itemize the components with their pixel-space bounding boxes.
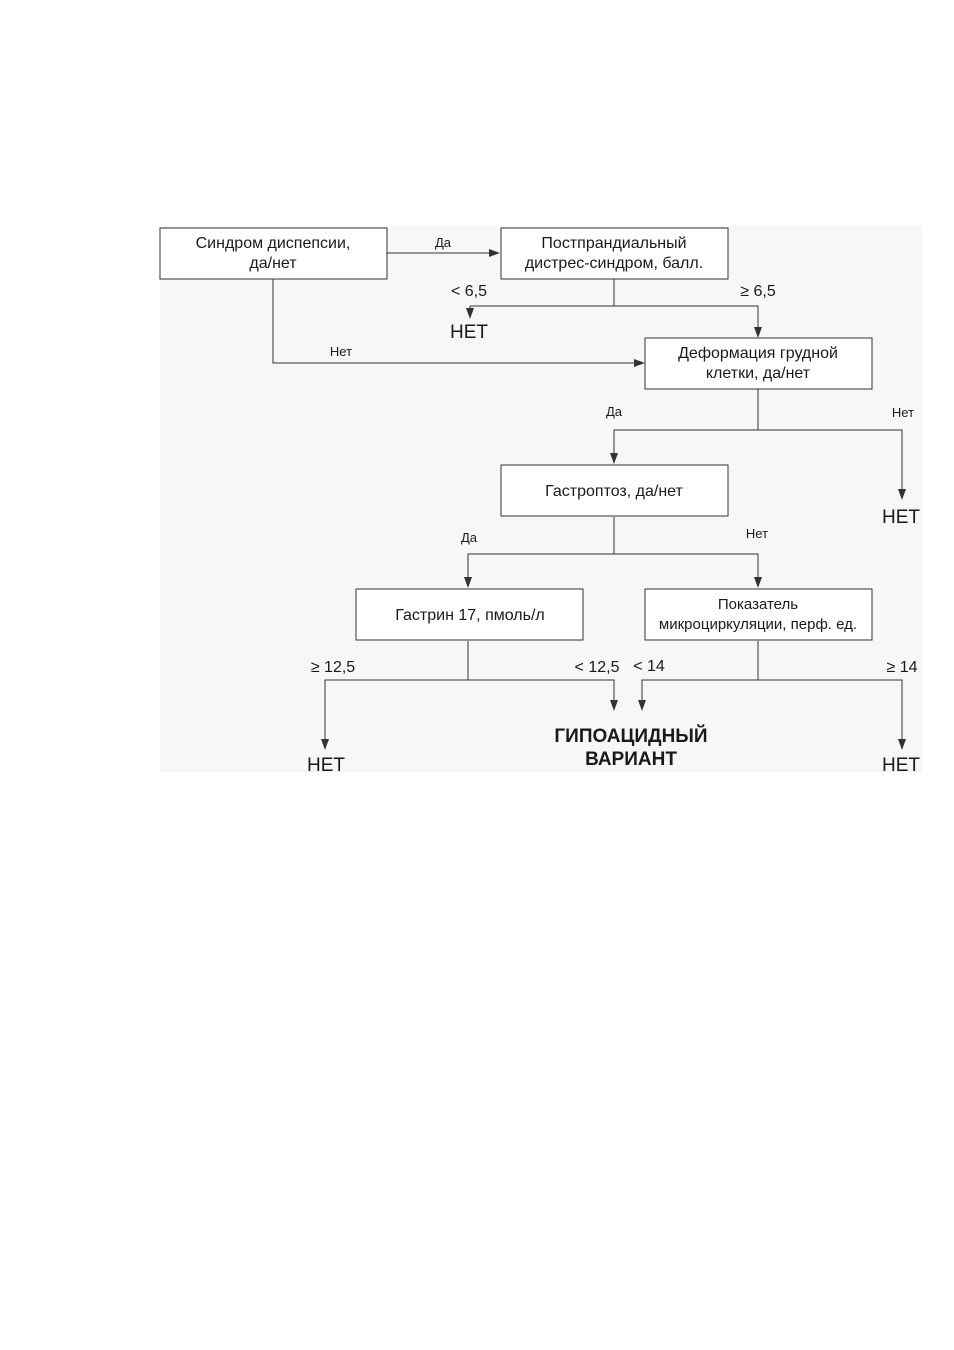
edge-label-dyspepsia-no: Нет	[330, 344, 352, 359]
edge-gastrin-high	[324, 679, 468, 742]
node-label-line1: Постпрандиальный	[541, 235, 686, 252]
node-label-line2: дистрес-синдром, балл.	[525, 255, 703, 272]
edge-label-chest-no: Нет	[892, 405, 914, 420]
edge-pds-high	[614, 305, 759, 330]
node-box	[500, 464, 729, 517]
node-chest-deformation: Деформация грудной клетки, да/нет	[644, 337, 873, 390]
node-gastroptosis: Гастроптоз, да/нет	[500, 464, 729, 517]
arrowhead-down-icon	[466, 308, 474, 319]
node-box	[355, 588, 584, 641]
node-label-line1: Синдром диспепсии,	[196, 235, 351, 252]
node-gastrin: Гастрин 17, пмоль/л	[355, 588, 584, 641]
node-label-line1: Деформация грудной	[678, 345, 838, 362]
outcomes: НЕТ НЕТ НЕТ НЕТ ГИПОАЦИДНЫЙ ВАРИАНТ	[307, 322, 920, 776]
edge-microcirc-high	[758, 679, 903, 742]
edge-label-microcirc-low: < 14	[633, 658, 665, 675]
outcome-no-microcirc: НЕТ	[882, 755, 920, 776]
node-box	[159, 227, 388, 280]
edge-dyspepsia-to-chest	[272, 279, 637, 364]
edge-label-dyspepsia-yes: Да	[435, 235, 452, 250]
edge-label-gastroptosis-no: Нет	[746, 526, 768, 541]
node-label: Гастроптоз, да/нет	[545, 483, 683, 500]
edge-gastroptosis-yes	[467, 553, 614, 580]
node-postprandial-distress: Постпрандиальный дистрес-синдром, балл.	[500, 227, 729, 280]
node-label: Гастрин 17, пмоль/л	[395, 607, 544, 624]
edge-label-pds-low: < 6,5	[451, 283, 487, 300]
node-box	[500, 227, 729, 280]
arrowheads	[321, 249, 906, 750]
outcome-result-line2: ВАРИАНТ	[585, 749, 677, 770]
node-microcirculation: Показатель микроциркуляции, перф. ед.	[644, 588, 873, 641]
arrowhead-right-icon	[634, 359, 645, 367]
node-dyspepsia: Синдром диспепсии, да/нет	[159, 227, 388, 280]
node-label-line2: да/нет	[249, 255, 297, 272]
arrowhead-right-icon	[489, 249, 500, 257]
arrowhead-down-icon	[321, 739, 329, 750]
arrowhead-down-icon	[610, 700, 618, 711]
edge-label-gastrin-high: ≥ 12,5	[311, 659, 355, 676]
outcome-no-pds: НЕТ	[450, 322, 488, 343]
edge-gastrin-low	[468, 679, 615, 703]
arrowhead-down-icon	[464, 577, 472, 588]
edge-chest-yes	[613, 429, 758, 456]
edge-labels: Да Нет < 6,5 ≥ 6,5 Да Нет Да Нет ≥ 12,5 …	[311, 235, 918, 676]
node-box	[644, 337, 873, 390]
node-box	[644, 588, 873, 641]
arrowhead-down-icon	[610, 453, 618, 464]
edge-label-pds-high: ≥ 6,5	[740, 283, 776, 300]
arrowhead-down-icon	[638, 700, 646, 711]
outcome-no-chest: НЕТ	[882, 507, 920, 528]
node-label-line1: Показатель	[718, 596, 798, 613]
arrowhead-down-icon	[898, 489, 906, 500]
outcome-result-line1: ГИПОАЦИДНЫЙ	[554, 725, 707, 747]
edge-gastroptosis-no	[614, 553, 759, 580]
outcome-no-gastrin: НЕТ	[307, 755, 345, 776]
edge-microcirc-low	[641, 679, 758, 703]
arrowhead-down-icon	[754, 327, 762, 338]
edge-label-gastroptosis-yes: Да	[461, 530, 478, 545]
edge-label-chest-yes: Да	[606, 404, 623, 419]
edge-label-gastrin-low: < 12,5	[575, 659, 620, 676]
arrowhead-down-icon	[754, 577, 762, 588]
node-label-line2: клетки, да/нет	[706, 365, 811, 382]
node-label-line2: микроциркуляции, перф. ед.	[659, 616, 857, 633]
connectors	[272, 252, 903, 742]
arrowhead-down-icon	[898, 739, 906, 750]
edge-chest-no	[758, 429, 903, 492]
edge-label-microcirc-high: ≥ 14	[886, 659, 917, 676]
